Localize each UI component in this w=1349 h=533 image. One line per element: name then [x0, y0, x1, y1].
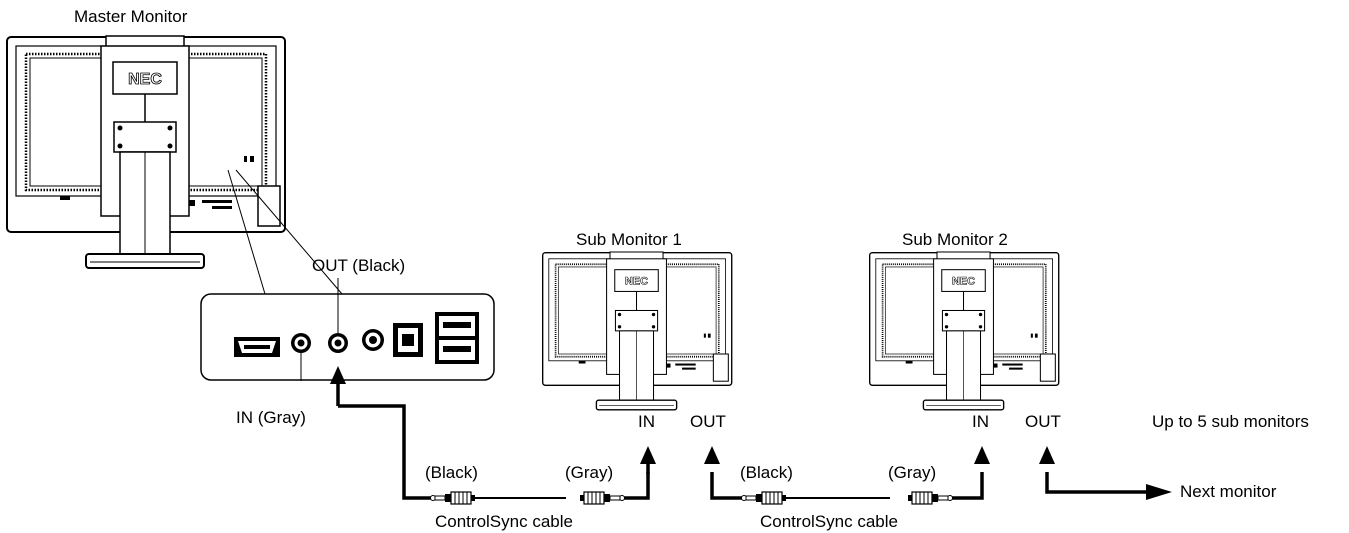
master-in-label: IN (Gray) — [236, 408, 306, 427]
sub-monitor-1-title: Sub Monitor 1 — [576, 230, 682, 249]
usb-a-ports — [435, 312, 479, 364]
cable-2-route — [710, 472, 984, 500]
next-monitor-route — [1045, 472, 1148, 494]
cable-1-gray-plug — [579, 491, 626, 505]
cable-1-gray-label: (Gray) — [565, 463, 614, 482]
arrow-to-next-monitor — [1146, 484, 1172, 500]
cable-2-name: ControlSync cable — [760, 512, 898, 531]
controlsync-out-port — [328, 333, 348, 353]
sub-monitor-1-out-label: OUT — [690, 412, 726, 431]
master-out-label: OUT (Black) — [312, 256, 406, 275]
sub-monitor-limit-note: Up to 5 sub monitors — [1152, 412, 1309, 431]
cable-1-name: ControlSync cable — [435, 512, 573, 531]
arrow-to-master-out — [330, 366, 346, 384]
arrow-up-sub1-out — [704, 446, 720, 464]
port-panel — [200, 278, 495, 381]
sub-monitor-2-in-label: IN — [972, 412, 989, 431]
arrow-up-sub2-out — [1039, 446, 1055, 464]
sub-monitor-2-title: Sub Monitor 2 — [902, 230, 1008, 249]
cable-1-black-label: (Black) — [425, 463, 478, 482]
controlsync-in-port — [291, 333, 311, 353]
zoom-callout-lines — [227, 169, 343, 295]
arrow-to-sub1-in — [640, 446, 656, 464]
master-monitor-title: Master Monitor — [74, 7, 188, 26]
sub-monitor-1 — [541, 251, 733, 411]
cable-2-black-label: (Black) — [740, 463, 793, 482]
hdmi-port — [234, 337, 280, 357]
arrow-to-sub2-in — [974, 446, 990, 464]
usb-b-port — [393, 323, 423, 357]
cable-1-black-plug — [429, 491, 476, 505]
sub-monitor-2-out-label: OUT — [1025, 412, 1061, 431]
cable-2-gray-label: (Gray) — [888, 463, 937, 482]
cable-2-gray-plug — [907, 491, 954, 505]
cable-1-route — [338, 404, 650, 500]
audio-port — [362, 329, 384, 351]
master-monitor — [5, 34, 287, 270]
next-monitor-label: Next monitor — [1180, 482, 1277, 501]
cable-2-black-plug — [740, 491, 787, 505]
sub-monitor-1-in-label: IN — [638, 412, 655, 431]
sub-monitor-2 — [868, 251, 1060, 411]
